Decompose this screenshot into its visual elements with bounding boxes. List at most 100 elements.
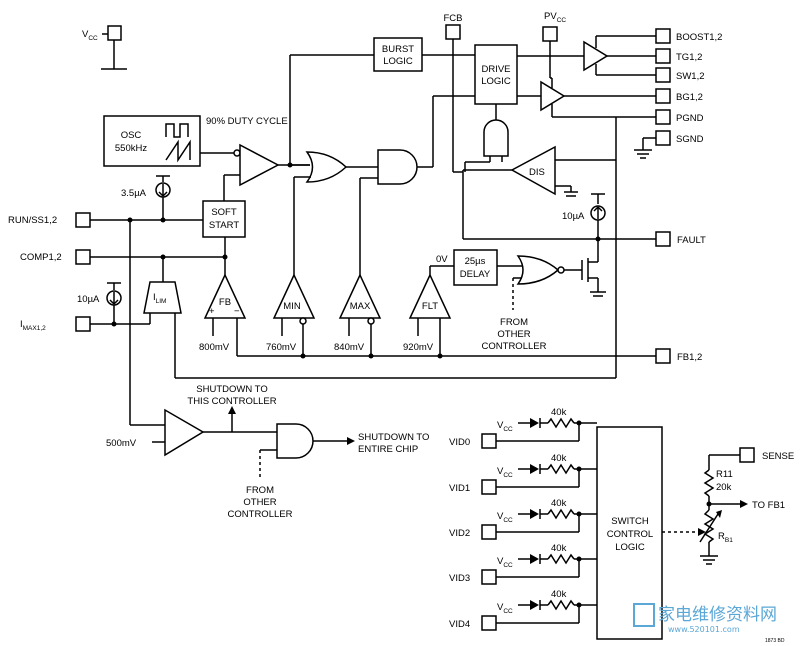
- v760-label: 760mV: [266, 342, 297, 353]
- r11-label: R11: [716, 469, 733, 480]
- comp-pin: COMP1,2: [20, 249, 225, 265]
- vid-pin-label: VID1: [449, 483, 470, 494]
- boost-pin: [655, 28, 671, 44]
- vid-res-label: 40k: [551, 498, 567, 509]
- vid-pin: [481, 524, 497, 540]
- fcb-pin: FCB: [444, 13, 463, 173]
- pgnd-pin: [655, 109, 671, 125]
- imax-pin: IMAX1,2: [20, 316, 114, 332]
- vid-resistor: [547, 463, 575, 475]
- boost-label: BOOST1,2: [676, 32, 722, 43]
- svg-text:CONTROLLER: CONTROLLER: [482, 341, 547, 352]
- fault-nor-gate: [516, 255, 560, 285]
- vid-pin: [481, 615, 497, 631]
- vid-res-label: 40k: [551, 407, 567, 418]
- burst-logic-block: BURST LOGIC: [373, 37, 423, 72]
- min-comparator: [272, 273, 316, 319]
- vid-pin-label: VID2: [449, 528, 470, 539]
- vid-resistor: [547, 553, 575, 565]
- delay-label-1: 25µs: [465, 256, 486, 267]
- i35-label: 3.5µA: [121, 188, 147, 199]
- vid-diode: [530, 600, 539, 610]
- fault-current-source: 10µA: [562, 193, 606, 262]
- svg-text:FROM: FROM: [500, 317, 528, 328]
- svg-text:CONTROLLER: CONTROLLER: [228, 509, 293, 520]
- fault-pin: [655, 231, 671, 247]
- tg-pin: [655, 48, 671, 64]
- drive-label-2: LOGIC: [481, 76, 511, 87]
- sense-label: SENSE: [762, 451, 794, 462]
- fb-plus: +: [209, 306, 215, 317]
- vid-vcc-label: VCC: [497, 602, 513, 615]
- bottom-gate-driver: [540, 80, 566, 112]
- run-pin: RUN/SS1,2: [8, 212, 163, 228]
- drive-and-gate: [483, 119, 509, 157]
- min-label: MIN: [283, 301, 301, 312]
- sw-label: SW1,2: [676, 71, 705, 82]
- pvcc-label: PVCC: [544, 11, 566, 24]
- svg-text:SHUTDOWN TO: SHUTDOWN TO: [196, 384, 267, 395]
- shutdown-this-label: SHUTDOWN TO THIS CONTROLLER: [187, 384, 276, 407]
- vid-pin: [481, 433, 497, 449]
- delay-block: 25µs DELAY: [453, 249, 498, 286]
- flt-label: FLT: [422, 301, 438, 312]
- figure-id: 1873 BD: [765, 638, 785, 644]
- burst-label-2: LOGIC: [383, 56, 413, 67]
- v840-label: 840mV: [334, 342, 365, 353]
- drive-label-1: DRIVE: [481, 64, 510, 75]
- dis-buffer: [510, 145, 556, 196]
- switch-control-block: SWITCH CONTROL LOGIC: [596, 426, 663, 640]
- v920-label: 920mV: [403, 342, 434, 353]
- or-gate: [305, 151, 348, 183]
- vid-pin-label: VID0: [449, 437, 470, 448]
- drive-logic-block: DRIVE LOGIC: [474, 44, 518, 105]
- flt-comparator: [408, 273, 452, 319]
- vid-vcc-label: VCC: [497, 420, 513, 433]
- osc-label-1: OSC: [121, 130, 142, 141]
- delay-label-2: DELAY: [460, 269, 491, 280]
- fb-pin: [655, 348, 671, 364]
- from-other-controller-1: FROM OTHER CONTROLLER: [482, 317, 547, 352]
- fb-amp-label: FB: [219, 297, 231, 308]
- vid-pin-label: VID3: [449, 573, 470, 584]
- tg-label: TG1,2: [676, 52, 702, 63]
- fb-label: FB1,2: [677, 352, 702, 363]
- sgnd-label: SGND: [676, 134, 704, 145]
- watermark: 家电维修资料网 www.520101.com: [633, 603, 777, 634]
- r20k-label: 20k: [716, 482, 732, 493]
- imax-label: IMAX1,2: [20, 319, 46, 332]
- to-fb1-label: TO FB1: [752, 500, 785, 511]
- vid-resistor: [547, 508, 575, 520]
- vid-res-label: 40k: [551, 543, 567, 554]
- i10a-label: 10µA: [562, 211, 585, 222]
- fb-error-amp: [203, 273, 247, 319]
- vid-vcc-label: VCC: [497, 556, 513, 569]
- v0-label: 0V: [436, 254, 448, 265]
- bg-label: BG1,2: [676, 92, 703, 103]
- fault-mosfet: [581, 258, 606, 297]
- switch-label-3: LOGIC: [615, 542, 645, 553]
- shutdown-and-gate: [276, 423, 314, 459]
- sgnd-pin: [655, 130, 671, 146]
- rb1-label: RB1: [718, 531, 733, 544]
- vcc-pin: VCC: [82, 25, 127, 70]
- duty-cycle-label: 90% DUTY CYCLE: [206, 116, 288, 127]
- vid-diode: [530, 464, 539, 474]
- rb1-resistor: [703, 509, 715, 543]
- vid-rows: VCC40kVID0VCC40kVID1VCC40kVID2VCC40kVID3…: [449, 407, 597, 631]
- dis-label: DIS: [529, 167, 545, 178]
- oscillator-block: OSC 550kHz: [103, 115, 201, 167]
- svg-text:THIS CONTROLLER: THIS CONTROLLER: [187, 396, 276, 407]
- fault-label: FAULT: [677, 235, 706, 246]
- vid-diode: [530, 509, 539, 519]
- v800-label: 800mV: [199, 342, 230, 353]
- i10b-label: 10µA: [77, 294, 100, 305]
- shutdown-comparator: [164, 408, 205, 457]
- svg-text:FROM: FROM: [246, 485, 274, 496]
- sw-pin: [655, 67, 671, 83]
